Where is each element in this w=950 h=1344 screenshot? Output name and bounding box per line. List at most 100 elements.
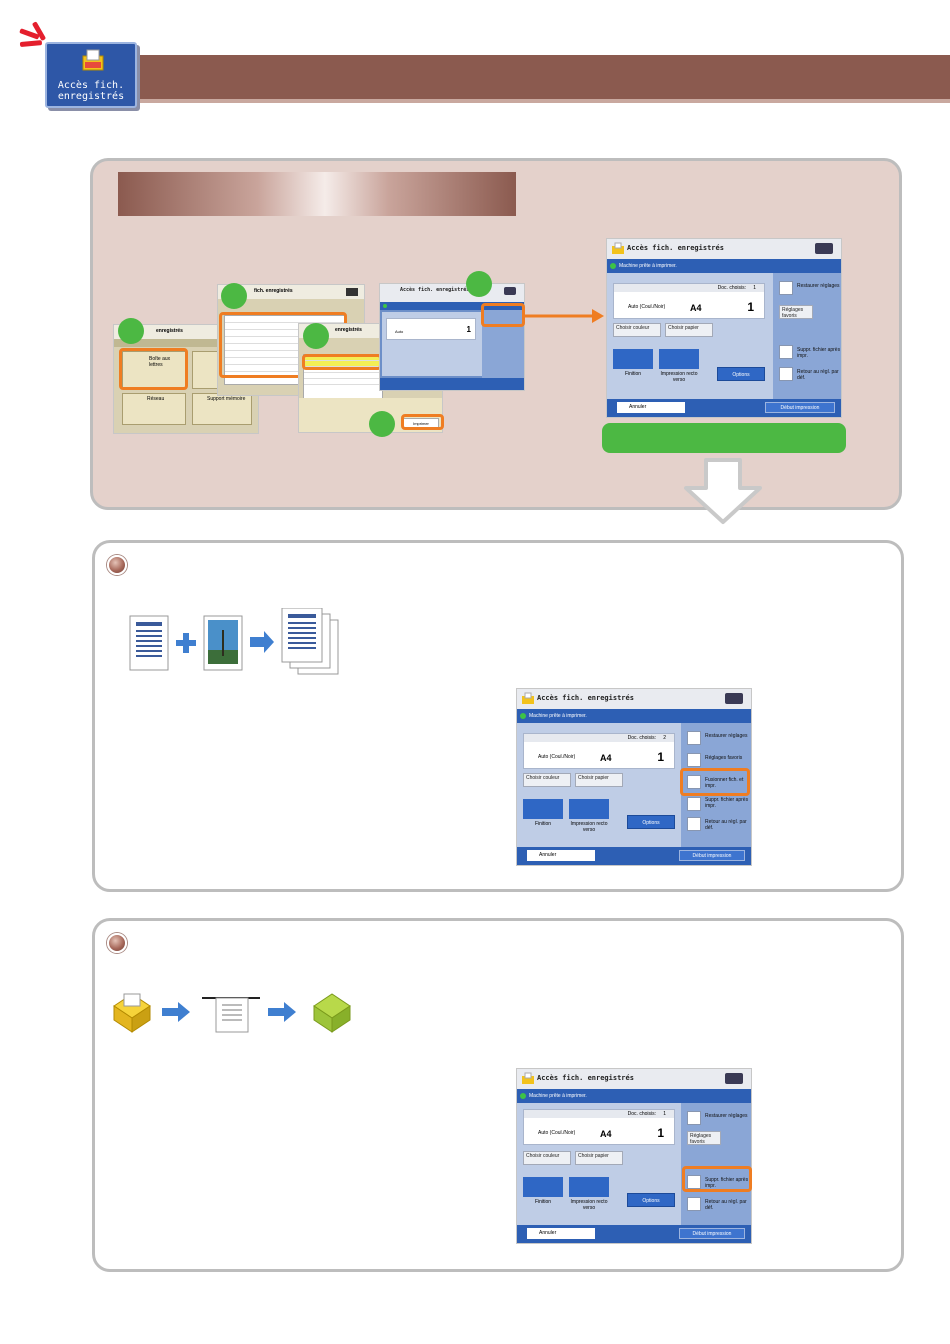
delete-after-print-button[interactable] — [779, 345, 793, 359]
favorites-button[interactable]: Réglages favoris — [687, 1131, 721, 1145]
finishing-icon[interactable] — [613, 349, 653, 369]
options-button[interactable]: Options — [627, 1193, 675, 1207]
choose-color-button[interactable]: Choisir couleur — [523, 1151, 571, 1165]
duplex-label: Impression recto verso — [570, 821, 608, 833]
duplex-label: Impression recto verso — [660, 371, 698, 383]
print-settings-screen-delete: Accès fich. enregistrés Machine prête à … — [516, 1068, 752, 1244]
step-marker-3 — [303, 323, 329, 349]
merge-illustration — [129, 608, 339, 675]
overview-title-bar — [118, 172, 516, 216]
merge-print-button[interactable] — [687, 775, 701, 789]
flow-arrow — [524, 309, 604, 323]
folder-printer-icon — [82, 49, 104, 71]
status-text: Machine prête à imprimer. — [529, 1093, 587, 1099]
options-button[interactable]: Options — [627, 815, 675, 829]
delete-after-print-label: Suppr. fichier après impr. — [705, 797, 749, 809]
delete-after-print-label: Suppr. fichier après impr. — [705, 1177, 749, 1189]
section-delete-after-print — [92, 918, 904, 1272]
highlight-file-rows — [302, 354, 382, 370]
copies-count: 1 — [747, 300, 754, 314]
memory-media-label: Support mémoire — [207, 396, 246, 402]
start-print-button[interactable]: Début impression — [765, 402, 835, 413]
choose-paper-button[interactable]: Choisir papier — [665, 323, 713, 337]
duplex-icon[interactable] — [659, 349, 699, 369]
screen-title: Accès fich. enregistrés — [537, 1074, 634, 1082]
reset-default-button[interactable] — [779, 367, 793, 381]
section-bullet-icon — [107, 555, 127, 575]
start-print-button[interactable]: Début impression — [679, 850, 745, 861]
options-button[interactable]: Options — [717, 367, 765, 381]
highlight-merge-option — [481, 303, 525, 327]
cancel-button[interactable]: Annuler — [617, 402, 685, 413]
copies-count: 1 — [657, 750, 664, 764]
green-result-bar — [602, 423, 846, 453]
copies-count: 1 — [657, 1126, 664, 1140]
delete-after-print-button[interactable] — [687, 797, 701, 811]
choose-color-button[interactable]: Choisir couleur — [523, 773, 571, 787]
mail-box-label: Boîte aux lettres — [149, 356, 171, 368]
color-mode: Auto (Coul./Noir) — [538, 754, 576, 760]
app-label-line1: Accès fich. — [57, 80, 125, 91]
network-label: Réseau — [147, 396, 165, 402]
restore-settings-button[interactable] — [779, 281, 793, 295]
restore-settings-label: Restaurer réglages — [705, 1113, 748, 1119]
choose-paper-button[interactable]: Choisir papier — [575, 773, 623, 787]
start-print-button[interactable]: Début impression — [679, 1228, 745, 1239]
reset-default-button[interactable] — [687, 1197, 701, 1211]
header-bar — [135, 55, 950, 99]
down-arrow-icon — [684, 458, 762, 524]
network-button[interactable]: Réseau — [122, 393, 186, 425]
thumb-title: enregistrés — [335, 327, 362, 333]
stored-files-icon — [522, 1072, 534, 1084]
memory-media-button[interactable]: Support mémoire — [192, 393, 252, 425]
delete-after-print-button[interactable] — [687, 1175, 701, 1189]
thumbnail-print-settings: Accès fich. enregistrés 1 Auto — [379, 283, 525, 391]
highlight-print-button — [401, 414, 444, 430]
paper-size: A4 — [600, 1129, 612, 1139]
gear-icon[interactable] — [725, 693, 743, 704]
doc-selected-count: 1 — [753, 285, 756, 291]
choose-color-button[interactable]: Choisir couleur — [613, 323, 661, 337]
finishing-label: Finition — [534, 1199, 552, 1205]
gear-icon[interactable] — [815, 243, 833, 254]
print-settings-screen-large: Accès fich. enregistrés Machine prête à … — [606, 238, 842, 418]
cancel-button[interactable]: Annuler — [527, 1228, 595, 1239]
favorites-button[interactable]: Réglages favoris — [779, 305, 813, 319]
finishing-icon[interactable] — [523, 799, 563, 819]
status-text: Machine prête à imprimer. — [619, 263, 677, 269]
copies-count: 1 — [466, 325, 471, 334]
screen-title: Accès fich. enregistrés — [627, 244, 724, 252]
delete-after-print-label: Suppr. fichier après impr. — [797, 347, 841, 359]
highlight-merge-print — [680, 768, 750, 796]
doc-selected-count: 2 — [663, 735, 666, 741]
screen-title: Accès fich. enregistrés — [400, 287, 470, 293]
merge-print-label: Fusionner fich. et impr. — [705, 777, 744, 789]
duplex-label: Impression recto verso — [570, 1199, 608, 1211]
finishing-label: Finition — [624, 371, 642, 377]
paper-size: A4 — [600, 753, 612, 763]
status-text: Machine prête à imprimer. — [529, 713, 587, 719]
gear-icon[interactable] — [725, 1073, 743, 1084]
restore-settings-button[interactable] — [687, 1111, 701, 1125]
doc-selected-count: 1 — [663, 1111, 666, 1117]
duplex-icon[interactable] — [569, 1177, 609, 1197]
stored-files-icon — [522, 692, 534, 704]
step-marker-5 — [466, 271, 492, 297]
favorites-button[interactable] — [687, 753, 701, 767]
choose-paper-button[interactable]: Choisir papier — [575, 1151, 623, 1165]
restore-settings-label: Restaurer réglages — [705, 733, 748, 739]
duplex-icon[interactable] — [569, 799, 609, 819]
app-label-line2: enregistrés — [57, 91, 125, 102]
finishing-icon[interactable] — [523, 1177, 563, 1197]
print-settings-screen-merge: Accès fich. enregistrés Machine prête à … — [516, 688, 752, 866]
delete-flow-illustration — [113, 993, 351, 1033]
highlight-delete-after-print — [682, 1166, 752, 1192]
thumb-title: fich. enregistrés — [254, 288, 293, 294]
reset-default-button[interactable] — [687, 817, 701, 831]
color-mode: Auto (Coul./Noir) — [628, 304, 666, 310]
restore-settings-button[interactable] — [687, 731, 701, 745]
cancel-button[interactable]: Annuler — [527, 850, 595, 861]
app-icon-stored-files: Accès fich. enregistrés — [45, 42, 137, 108]
section-bullet-icon — [107, 933, 127, 953]
reset-default-label: Retour au régl. par déf. — [705, 1199, 747, 1211]
